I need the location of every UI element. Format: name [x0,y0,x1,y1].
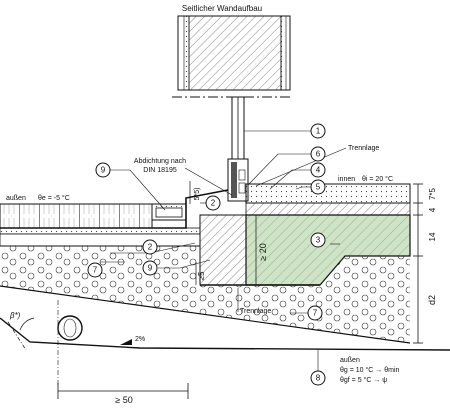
dim-ge5: ≥5 [197,271,206,280]
svg-text:3: 3 [316,236,321,245]
abdichtung-label-line2: DIN 18195 [143,167,177,174]
perimeter-insulation [199,214,247,286]
beta-label: β*) [9,311,21,320]
callout-5: 5 [310,179,326,195]
dim-7-5: 7*5 [428,187,437,200]
svg-text:9: 9 [148,264,153,273]
callout-2-left: 2 [142,239,158,255]
callout-3: 3 [310,232,326,248]
callout-4: 4 [310,162,326,178]
callout-9-top: 9 [95,162,111,178]
drain-pipe-inner [63,318,77,338]
slope-arrow [120,339,132,345]
svg-text:2: 2 [211,199,216,208]
theta-g-label: θg = 10 °C → θmin [340,366,400,374]
theta-e-label: θe = -5 °C [38,194,70,202]
dim-d2: d2 [427,295,437,305]
aussen-left-label: außen [6,195,26,202]
callout-8: 8 [310,370,326,386]
impact-insulation [245,202,411,216]
ground-base-line [0,317,450,351]
svg-text:9: 9 [101,166,106,175]
trennlage-top-label: Trennlage [348,145,379,152]
svg-text:2: 2 [148,243,153,252]
svg-text:7: 7 [313,309,318,318]
callout-1: 1 [310,123,326,139]
gravel-bed [0,246,410,343]
theta-i-label: θi = 20 °C [362,175,393,183]
screed-layer [245,183,411,204]
beta-arc [19,317,35,331]
svg-text:7: 7 [93,266,98,275]
sealing-line [0,189,229,229]
dim-5-top: 5*5) [194,188,201,201]
callout-9-mid: 9 [142,260,158,276]
svg-text:4: 4 [316,166,321,175]
callout-7-right: 7 [307,305,323,321]
drain-pipe [57,315,83,341]
terrace-decking [0,203,187,229]
dim-ge20: ≥ 20 [258,243,268,260]
svg-text:5: 5 [316,183,321,192]
innen-label: innen [338,176,355,183]
svg-text:8: 8 [316,374,321,383]
insulation-strip [0,233,201,247]
wall-inset [177,15,291,91]
svg-text:1: 1 [316,127,321,136]
callout-7-left: 7 [87,262,103,278]
abdichtung-leader [184,167,233,196]
beta-axis [7,321,27,351]
ground-line [0,285,411,344]
aussen-bottom-label: außen [340,357,360,364]
trennlage-bottom-label: Trennlage [240,308,271,315]
trennlage-top-leader [255,147,347,187]
callout-2-top: 2 [205,195,221,211]
protection-layer [0,227,201,235]
window-frame [227,96,249,202]
abdichtung-label-line1: Abdichtung nach [134,158,186,165]
dim-14: 14 [428,232,437,241]
svg-text:6: 6 [316,150,321,159]
slope-label: 2% [135,336,145,343]
callout-6: 6 [310,146,326,162]
dim-ge50: ≥ 50 [115,395,132,405]
caption-text: Seitlicher Wandaufbau [182,4,262,13]
dim-4: 4 [428,207,437,212]
theta-gf-label: θgf = 5 °C → ψ [340,376,387,384]
right-dimension-chain [413,183,423,344]
